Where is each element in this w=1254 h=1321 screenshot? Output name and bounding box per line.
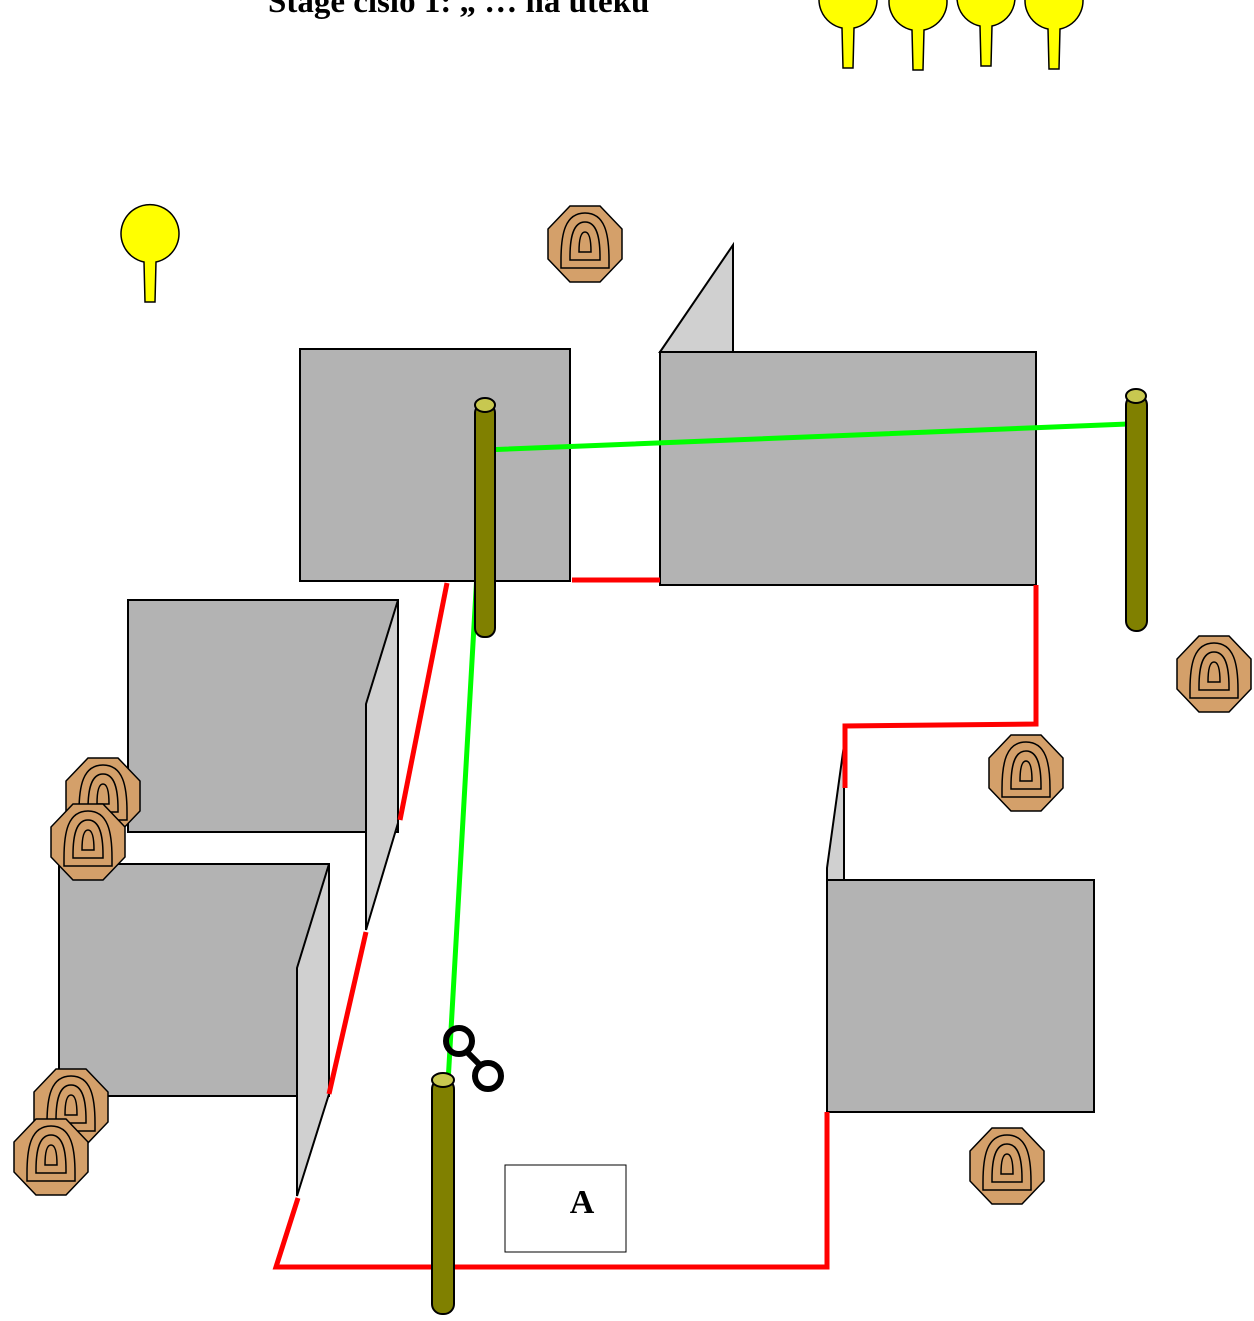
start-box: A bbox=[504, 1164, 627, 1253]
wall-side-panel bbox=[658, 241, 734, 353]
popper-steel-target-icon bbox=[956, 0, 1016, 67]
poles bbox=[431, 388, 1148, 1315]
wall-top-left bbox=[299, 348, 571, 582]
fault-lines bbox=[272, 577, 1039, 1270]
paper-target-icon bbox=[988, 734, 1064, 812]
popper-steel-target-icon bbox=[888, 0, 948, 71]
wall-left-upper bbox=[127, 599, 399, 833]
wall-side-panel bbox=[826, 744, 845, 881]
wall-right-lower bbox=[826, 879, 1095, 1113]
wall-side-panel bbox=[365, 599, 399, 931]
fault-line bbox=[842, 585, 1039, 788]
vertical-pole-icon bbox=[474, 397, 496, 638]
walls bbox=[58, 241, 1095, 1197]
popper-steel-target-icon bbox=[1024, 0, 1084, 70]
paper-target-icon bbox=[13, 1118, 89, 1196]
vertical-pole-icon bbox=[1125, 388, 1148, 632]
fault-line bbox=[397, 582, 450, 821]
wall-left-lower bbox=[58, 863, 330, 1097]
paper-target-icon bbox=[50, 803, 126, 881]
fault-line bbox=[272, 1112, 830, 1270]
paper-target-icon bbox=[969, 1127, 1045, 1205]
wall-top-right bbox=[659, 351, 1037, 586]
page-title: Stage číslo 1: „ … na útěku bbox=[268, 0, 650, 20]
fault-line bbox=[326, 931, 369, 1095]
paper-target-icon bbox=[1176, 635, 1252, 713]
start-box-label: A bbox=[570, 1184, 595, 1221]
paper-target-icon bbox=[547, 205, 623, 283]
handcuffs-icon bbox=[443, 1025, 504, 1092]
vertical-pole-icon bbox=[431, 1072, 455, 1315]
popper-steel-target-icon bbox=[818, 0, 878, 69]
popper-steel-target-icon bbox=[120, 203, 180, 303]
